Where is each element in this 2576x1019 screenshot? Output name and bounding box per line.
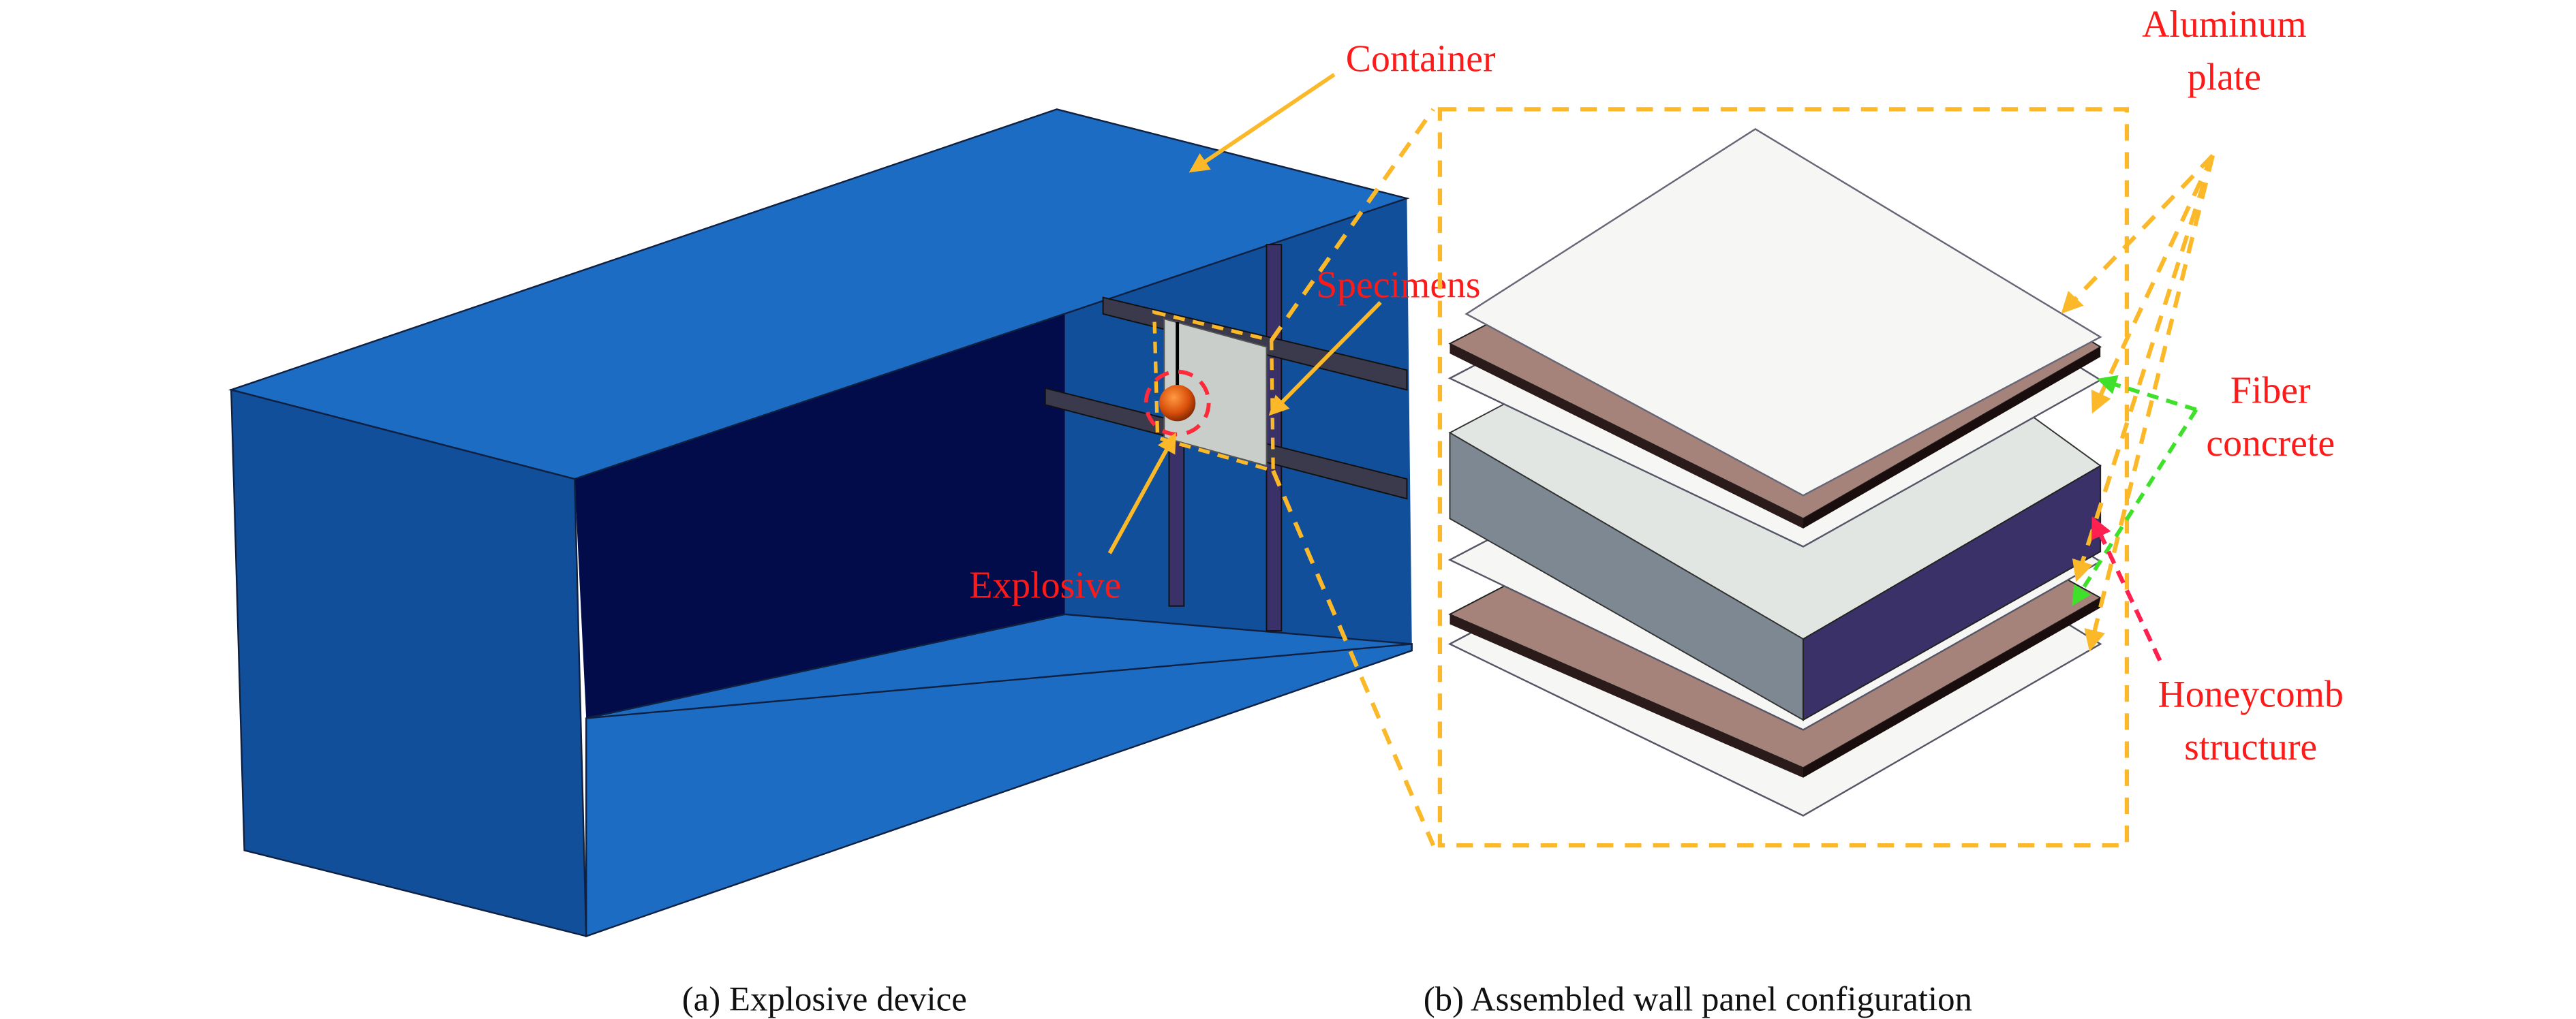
explosive-sphere <box>1159 385 1196 422</box>
caption-panel-b: (b) Assembled wall panel configuration <box>1424 980 1972 1018</box>
container-callout-arrow <box>1189 73 1336 173</box>
caption-panel-a: (a) Explosive device <box>682 980 967 1018</box>
label-honeycomb-line2: structure <box>2184 726 2317 768</box>
label-fiber-line2: concrete <box>2206 422 2335 465</box>
label-explosive: Explosive <box>969 565 1121 607</box>
explosive-highlight-circle <box>1144 369 1211 437</box>
label-aluminum-line2: plate <box>2188 56 2261 98</box>
container-front-face <box>230 388 587 937</box>
honeycomb-callout-arrow <box>2091 516 2162 662</box>
label-honeycomb-line1: Honeycomb <box>2158 674 2343 716</box>
specimen-highlight-box <box>1152 310 1275 473</box>
aluminum-callout-arrows <box>2061 154 2215 652</box>
label-aluminum-line1: Aluminum <box>2142 3 2306 46</box>
explosive-callout-arrow <box>1107 433 1176 554</box>
container-interior-back <box>574 261 1065 719</box>
zoom-guide-upper <box>1270 108 1435 342</box>
panel-b-dashed-frame <box>1437 107 2130 848</box>
label-fiber-line1: Fiber <box>2230 370 2311 412</box>
wall-panel-stack <box>1447 128 2102 817</box>
container-bottom-face <box>585 643 1413 938</box>
fiber-concrete-callout-arrows <box>2072 375 2198 606</box>
zoom-guide-lower <box>1271 469 1436 847</box>
label-container: Container <box>1346 38 1496 80</box>
container-model <box>228 108 1413 938</box>
label-specimens: Specimens <box>1316 264 1480 307</box>
layer-aluminum-top <box>1465 128 2102 497</box>
specimens-callout-arrow <box>1268 300 1382 416</box>
